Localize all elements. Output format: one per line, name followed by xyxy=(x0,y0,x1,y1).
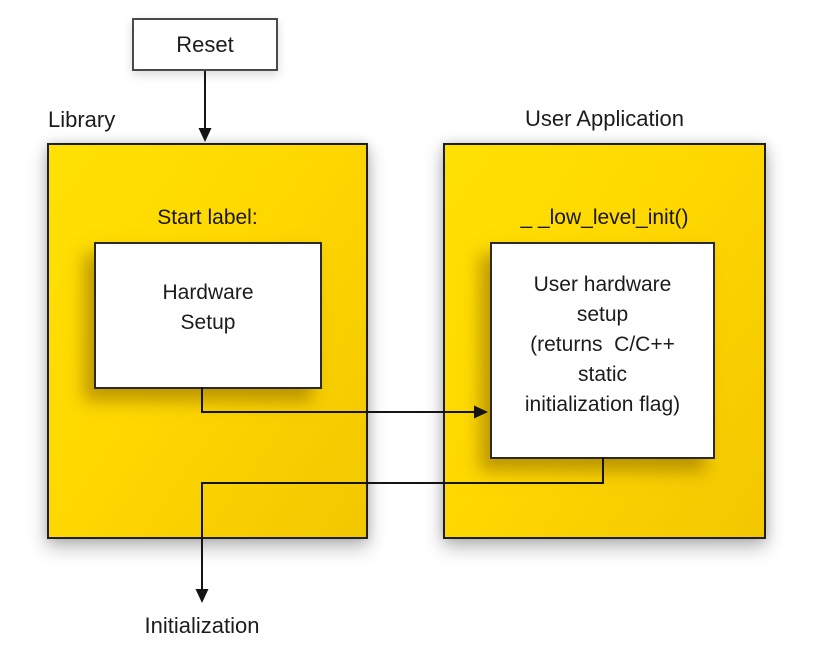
user-application-title: User Application xyxy=(525,106,684,131)
user-hardware-setup-line: initialization flag) xyxy=(524,393,681,416)
library-title: Library xyxy=(48,107,116,132)
user-hardware-setup-line: User hardware xyxy=(533,273,672,296)
start-label: Start label: xyxy=(157,206,258,229)
user-hardware-setup-line: static xyxy=(577,363,627,386)
hardware-setup-line: Hardware xyxy=(162,281,254,304)
arrow-reset-to-library xyxy=(198,71,212,142)
user-hardware-setup-line: (returns C/C++ xyxy=(530,333,675,356)
reset-node-label: Reset xyxy=(176,31,234,57)
initialization-label: Initialization xyxy=(144,613,260,638)
reset-node: Reset xyxy=(132,18,278,71)
hardware-setup-node: Hardware Setup xyxy=(94,242,322,389)
user-hardware-setup-node: User hardware setup (returns C/C++ stati… xyxy=(490,242,715,459)
user-hardware-setup-line: setup xyxy=(576,303,629,326)
hardware-setup-line: Setup xyxy=(180,311,236,334)
low-level-init-label: _ _low_level_init() xyxy=(520,206,689,229)
user-application-panel: _ _low_level_init() User hardware setup … xyxy=(443,143,766,539)
library-panel: Start label: Hardware Setup xyxy=(47,143,368,539)
